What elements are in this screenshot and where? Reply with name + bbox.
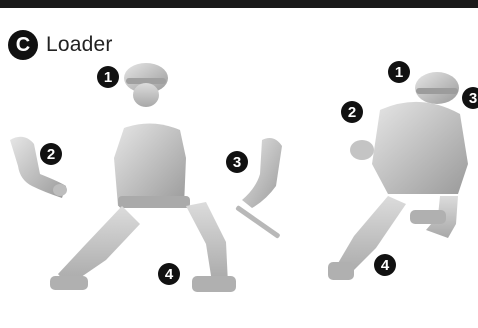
callout-4-left: 4 xyxy=(158,263,180,285)
part-head-left xyxy=(124,63,168,107)
callout-2-left: 2 xyxy=(40,143,62,165)
callout-1-left: 1 xyxy=(97,66,119,88)
callout-4-right: 4 xyxy=(374,254,396,276)
callout-2-right: 2 xyxy=(341,101,363,123)
callout-1-right: 1 xyxy=(388,61,410,83)
callout-3-right: 3 xyxy=(462,87,478,109)
part-body-left xyxy=(50,123,236,292)
callout-3-left: 3 xyxy=(226,151,248,173)
